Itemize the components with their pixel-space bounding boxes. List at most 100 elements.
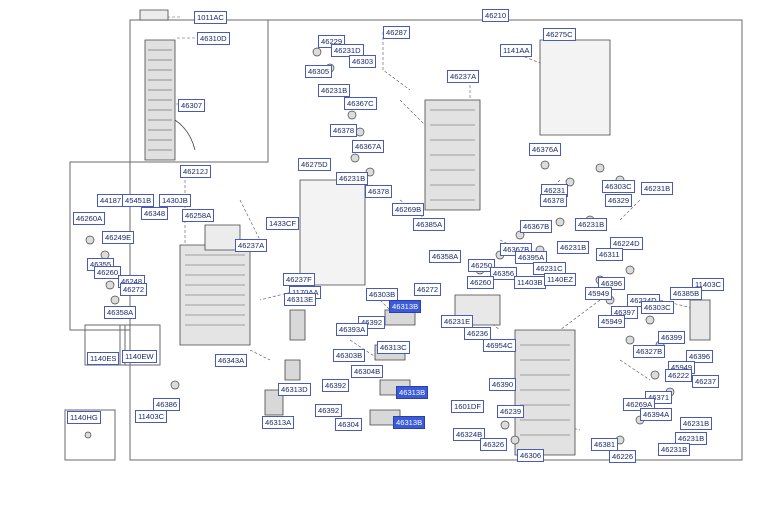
part-label: 46303C <box>641 301 674 314</box>
part-label: 46269B <box>392 203 425 216</box>
part-label: 46222 <box>665 369 693 382</box>
part-label: 46358A <box>104 306 137 319</box>
part-label: 44187 <box>97 194 125 207</box>
part-label: 46303B <box>333 349 366 362</box>
part-label: 46231B <box>336 172 369 185</box>
part-label: 46326 <box>480 438 508 451</box>
part-label: 46367B <box>520 220 553 233</box>
bolt-frame-b <box>119 324 161 366</box>
part-label: 46313D <box>278 383 311 396</box>
part-label: 1433CF <box>266 217 300 230</box>
part-label: 46231B <box>575 218 608 231</box>
part-label: 46324B <box>453 428 486 441</box>
bolt-frame-a <box>84 324 126 366</box>
part-label: 46343A <box>215 354 248 367</box>
part-label: 1140EW <box>122 350 157 363</box>
part-label: 46272 <box>120 283 148 296</box>
part-label: 46237F <box>283 273 315 286</box>
part-label: 46378 <box>540 194 568 207</box>
part-label: 46313C <box>377 341 410 354</box>
part-label: 46356 <box>490 267 518 280</box>
part-label: 46954C <box>483 339 516 352</box>
part-label: 11403B <box>514 276 546 289</box>
part-label: 46394A <box>640 408 673 421</box>
part-label: 46231D <box>331 44 364 57</box>
part-label: 46224D <box>610 237 643 250</box>
part-label: 46231B <box>641 182 674 195</box>
part-label: 46367A <box>352 140 385 153</box>
part-label: 46393A <box>336 323 369 336</box>
part-label: 46260 <box>94 266 122 279</box>
part-label: 46390 <box>489 378 517 391</box>
part-label: 46249E <box>102 231 135 244</box>
part-label: 46395A <box>515 251 548 264</box>
part-label: 46287 <box>383 26 411 39</box>
part-1140hg-frame <box>64 409 116 461</box>
valve-body-frame <box>69 20 269 331</box>
part-label: 46210 <box>482 9 510 22</box>
bracket-right <box>689 299 711 341</box>
part-label: 46392 <box>315 404 343 417</box>
part-label: 46231E <box>441 315 474 328</box>
solenoid-valves <box>264 294 501 426</box>
part-label: 46378 <box>365 185 393 198</box>
part-label: 46275C <box>543 28 576 41</box>
part-label: 1140ES <box>87 352 120 365</box>
part-label: 45949 <box>598 315 626 328</box>
part-label: 46260 <box>467 276 495 289</box>
valve-body-lower <box>514 329 576 456</box>
part-label: 1141AA <box>500 44 533 57</box>
part-label: 46236 <box>464 327 492 340</box>
part-label: 46348 <box>141 207 169 220</box>
part-label: 46303 <box>349 55 377 68</box>
separator-plates <box>299 39 611 286</box>
part-label: 46367C <box>344 97 377 110</box>
part-label: 46378 <box>330 124 358 137</box>
part-label: 46385B <box>670 287 703 300</box>
part-label: 46385A <box>413 218 446 231</box>
part-label: 46376A <box>529 143 562 156</box>
valve-body-left <box>139 9 251 346</box>
part-label: 46306 <box>517 449 545 462</box>
part-label: 1011AC <box>194 11 227 24</box>
part-label: 46239 <box>497 405 525 418</box>
part-label-highlighted: 46313B <box>389 300 422 313</box>
part-label-highlighted: 46313B <box>396 386 429 399</box>
part-label: 46231B <box>675 432 708 445</box>
part-label: 46303C <box>602 180 635 193</box>
part-label: 46313A <box>262 416 295 429</box>
part-label: 46392 <box>322 379 350 392</box>
part-label: 46304B <box>351 365 384 378</box>
part-label: 46231B <box>557 241 590 254</box>
part-label: 46329 <box>605 194 633 207</box>
valve-body-upper <box>424 99 481 211</box>
part-label: 46231B <box>318 84 351 97</box>
part-label: 46269A <box>623 398 656 411</box>
part-label: 46258A <box>182 209 215 222</box>
part-label: 46396 <box>686 350 714 363</box>
part-label: 46399 <box>658 331 686 344</box>
part-label: 46275D <box>298 158 331 171</box>
part-label: 1140HG <box>67 411 101 424</box>
part-label-highlighted: 46313B <box>393 416 426 429</box>
part-label: 46381 <box>591 438 619 451</box>
part-label: 46212J <box>180 165 211 178</box>
part-label: 46237A <box>447 70 480 83</box>
part-label: 45451B <box>122 194 155 207</box>
part-label: 1430JB <box>159 194 191 207</box>
part-label: 46327B <box>633 345 666 358</box>
part-label: 45949 <box>585 287 613 300</box>
part-label: 46303B <box>366 288 399 301</box>
part-label: 46305 <box>305 65 333 78</box>
part-label: 46237A <box>235 239 268 252</box>
part-label: 46307 <box>178 99 206 112</box>
part-label: 46310D <box>197 32 230 45</box>
part-label: 46237 <box>692 375 720 388</box>
part-label: 46311 <box>596 248 623 261</box>
part-label: 1601DF <box>451 400 485 413</box>
part-label: 46304 <box>335 418 363 431</box>
part-label: 46231B <box>658 443 691 456</box>
part-label: 46226 <box>609 450 637 463</box>
part-label: 46358A <box>429 250 462 263</box>
